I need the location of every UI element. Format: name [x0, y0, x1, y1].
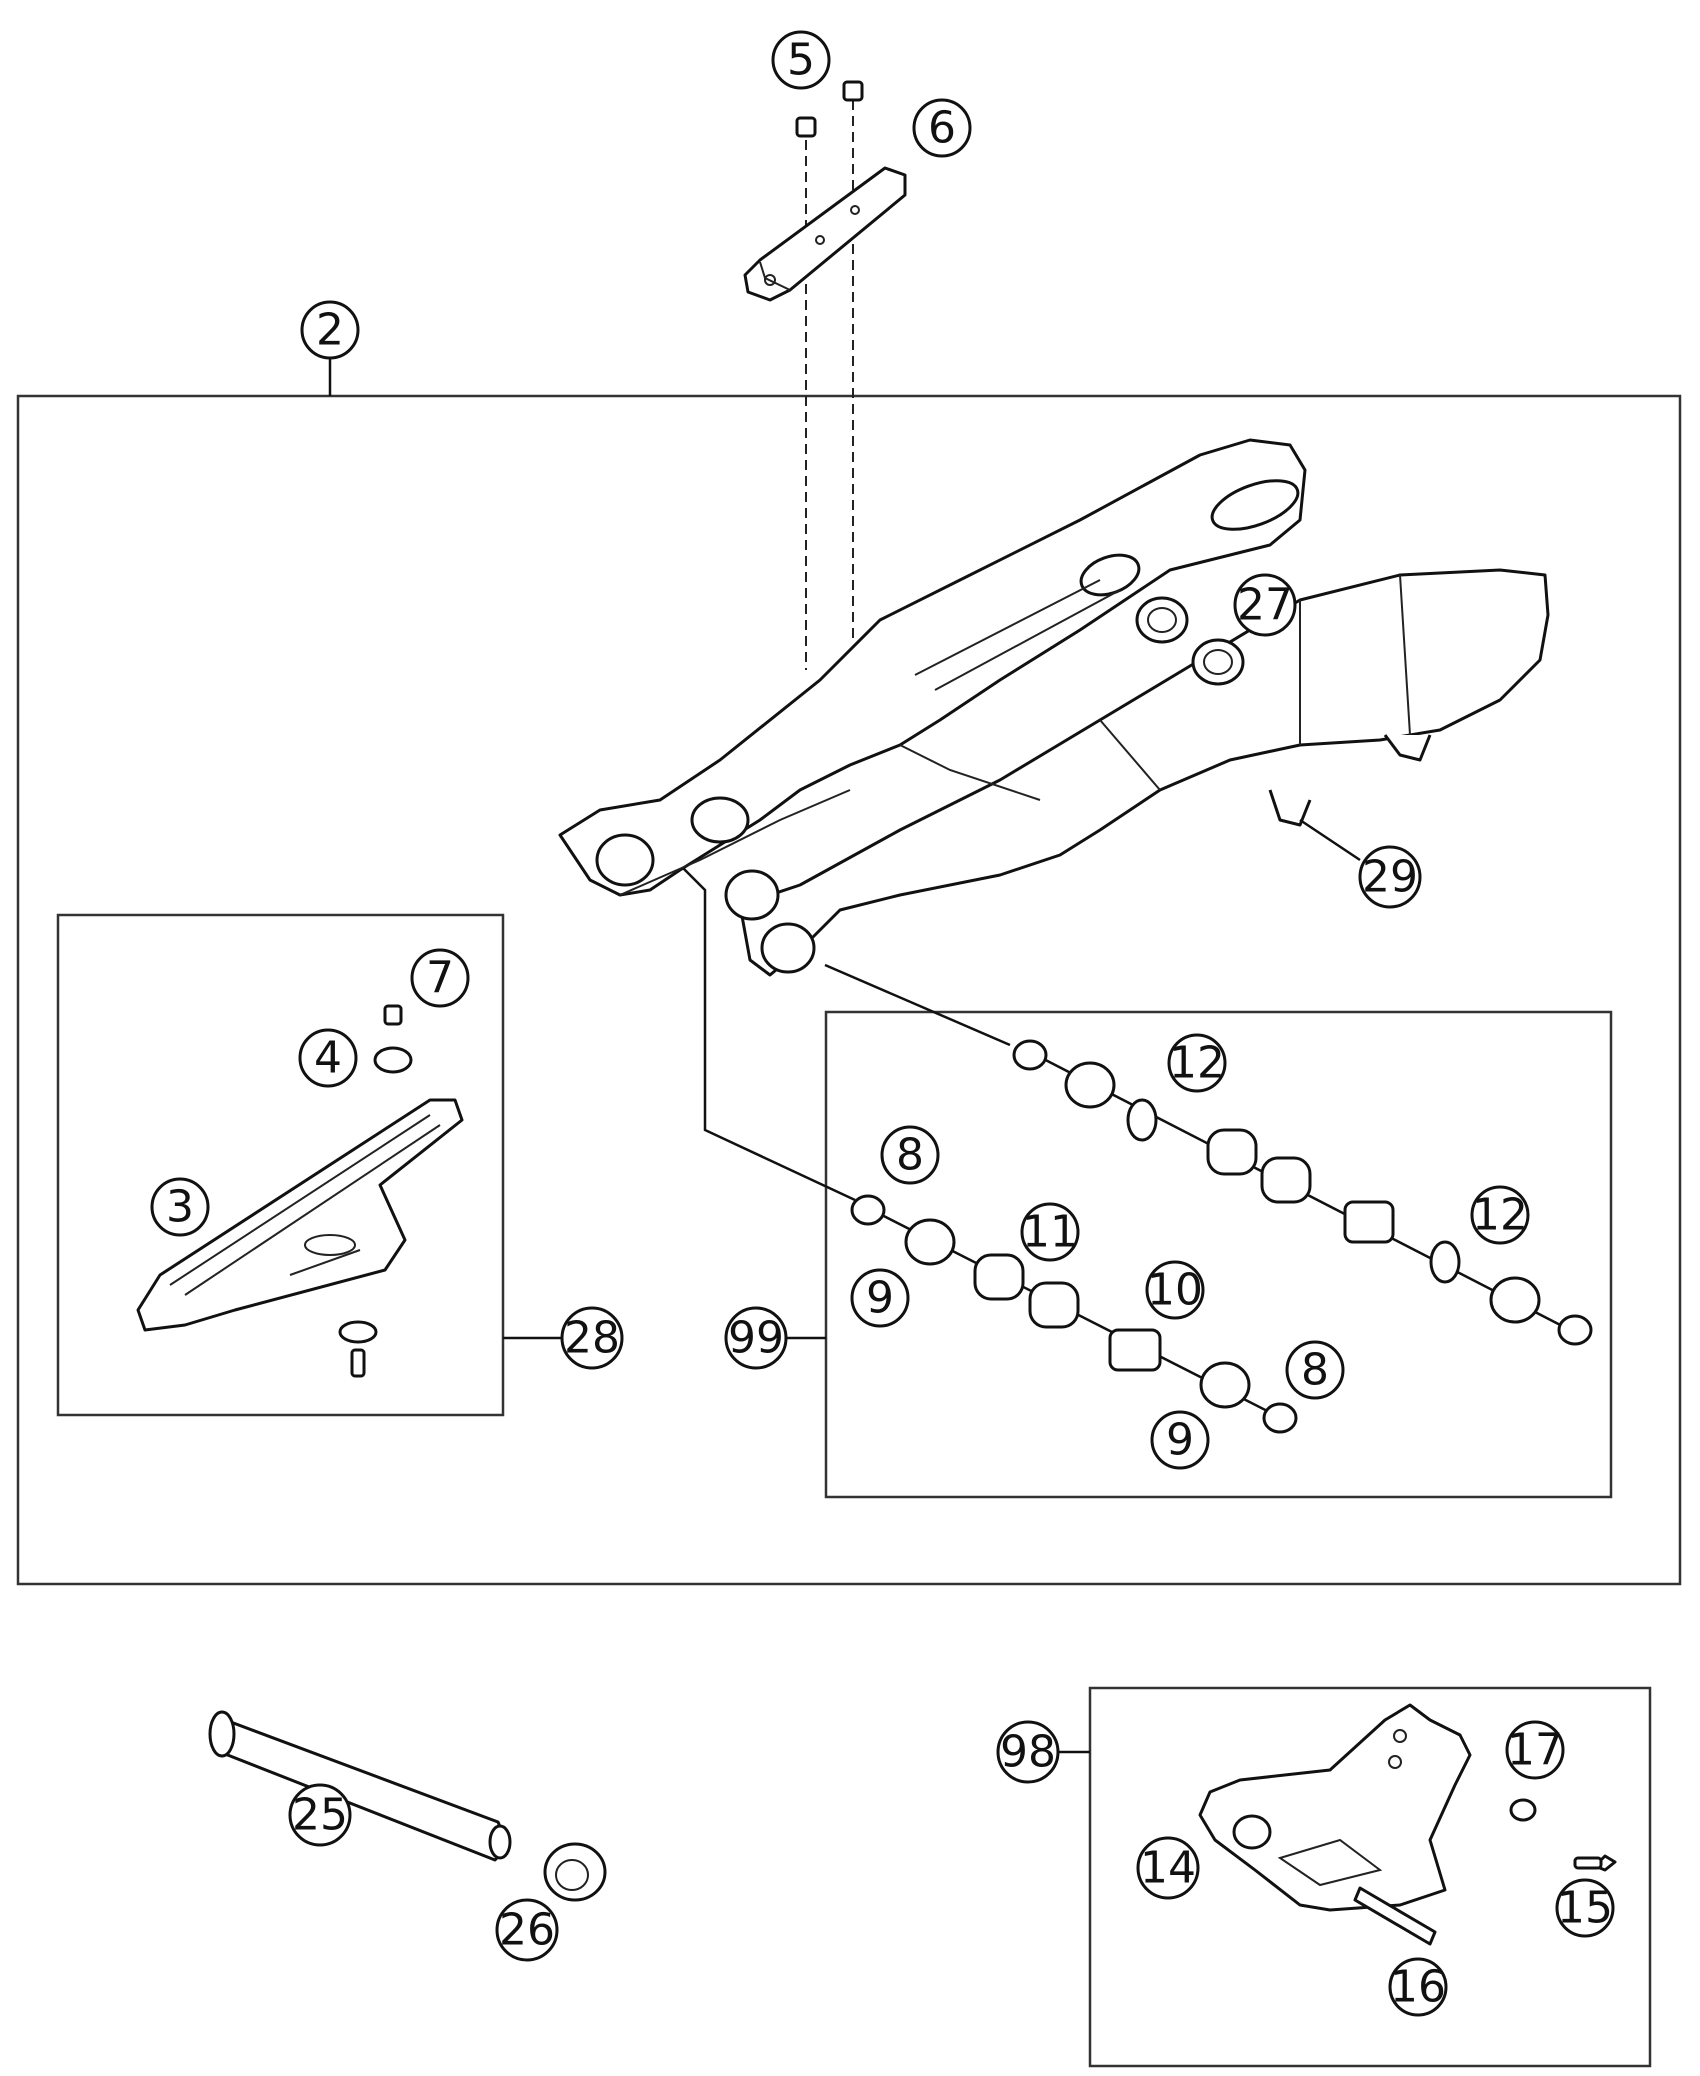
washer-part-4	[373, 1046, 413, 1074]
swingarm-axle-part-25	[208, 1710, 512, 1862]
bolt-5-right	[842, 80, 864, 102]
svg-text:27: 27	[1237, 580, 1293, 631]
callout-14: 14	[1136, 1836, 1200, 1900]
svg-text:99: 99	[728, 1313, 784, 1364]
callout-25: 25	[288, 1783, 352, 1847]
svg-text:8: 8	[1301, 1345, 1329, 1396]
svg-text:8: 8	[896, 1130, 924, 1181]
bolt-5-left	[795, 116, 817, 138]
callout-29: 29	[1358, 845, 1422, 909]
pivot-axis-line-right	[824, 963, 1011, 1047]
washer-lower-part-28	[338, 1320, 378, 1378]
svg-text:2: 2	[316, 305, 344, 356]
svg-text:14: 14	[1140, 1843, 1196, 1894]
bolt-part-7	[383, 1004, 403, 1026]
svg-text:6: 6	[928, 103, 956, 154]
bearing-kit-group-frame	[824, 1010, 1613, 1499]
axle-nut-part-26	[543, 1842, 607, 1902]
callout-8-upper: 8	[880, 1125, 940, 1185]
callout-16: 16	[1388, 1957, 1448, 2017]
bushing-part-27-b	[1191, 638, 1245, 686]
svg-text:16: 16	[1390, 1962, 1446, 2013]
callout-4: 4	[298, 1028, 358, 1088]
swingarm-body	[558, 438, 1550, 977]
svg-text:15: 15	[1557, 1883, 1613, 1934]
callout-17: 17	[1505, 1720, 1565, 1780]
svg-text:10: 10	[1147, 1265, 1203, 1316]
callout-12-lower: 12	[1470, 1185, 1530, 1245]
leader-29	[1299, 818, 1361, 862]
callout-26: 26	[495, 1898, 559, 1962]
svg-text:28: 28	[564, 1313, 620, 1364]
bearing-kit-lower-row	[850, 1194, 1298, 1434]
bushing-part-27-a	[1135, 596, 1189, 644]
svg-text:5: 5	[787, 35, 815, 86]
svg-text:26: 26	[499, 1905, 555, 1956]
callout-2: 2	[300, 300, 360, 360]
chain-guide-group-frame	[1088, 1686, 1652, 2068]
svg-text:9: 9	[866, 1273, 894, 1324]
chain-guide-part-6	[743, 166, 907, 302]
svg-text:12: 12	[1472, 1190, 1528, 1241]
svg-text:7: 7	[426, 953, 454, 1004]
callout-11: 11	[1020, 1202, 1080, 1262]
svg-text:4: 4	[314, 1033, 342, 1084]
callout-7: 7	[410, 948, 470, 1008]
svg-text:17: 17	[1507, 1725, 1563, 1776]
chain-slider-part-3	[136, 1098, 464, 1332]
chain-guide-part-14	[1198, 1703, 1472, 1912]
callout-9-upper: 9	[850, 1268, 910, 1328]
svg-text:11: 11	[1022, 1207, 1078, 1258]
svg-text:9: 9	[1166, 1415, 1194, 1466]
callout-28: 28	[560, 1306, 624, 1370]
callout-27: 27	[1233, 573, 1297, 637]
chain-slider-group-frame	[56, 913, 505, 1417]
svg-text:3: 3	[166, 1182, 194, 1233]
callout-99: 99	[724, 1306, 788, 1370]
callout-15: 15	[1555, 1878, 1615, 1938]
callout-8-lower: 8	[1285, 1340, 1345, 1400]
svg-text:98: 98	[1000, 1727, 1056, 1778]
screw-part-15	[1573, 1854, 1617, 1872]
swingarm-group-frame	[16, 394, 1682, 1586]
pin-part-16	[1353, 1886, 1437, 1946]
callout-10: 10	[1145, 1260, 1205, 1320]
callout-6: 6	[912, 98, 972, 158]
callout-12-upper: 12	[1167, 1033, 1227, 1093]
svg-text:25: 25	[292, 1790, 348, 1841]
svg-text:29: 29	[1362, 852, 1418, 903]
bearing-kit-upper-row	[1012, 1039, 1593, 1346]
nut-part-17	[1509, 1798, 1537, 1822]
callout-5: 5	[771, 30, 831, 90]
callout-3: 3	[150, 1177, 210, 1237]
callout-98: 98	[996, 1720, 1060, 1784]
callout-9-lower: 9	[1150, 1410, 1210, 1470]
svg-text:12: 12	[1169, 1038, 1225, 1089]
